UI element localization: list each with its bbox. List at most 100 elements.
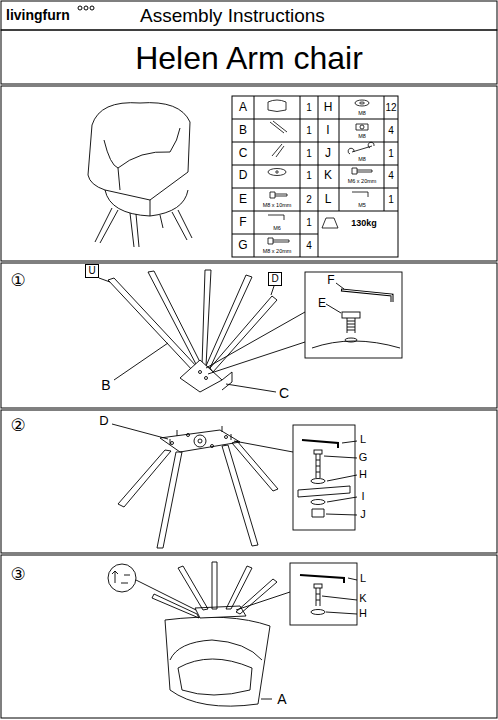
table-icons-stroke <box>356 124 368 130</box>
step3-drawing-stroke <box>226 566 252 609</box>
part-label: C <box>279 386 289 400</box>
document-heading: Assembly Instructions <box>140 6 325 25</box>
step2-drawing-stroke <box>232 441 278 491</box>
step2-drawing <box>112 424 357 548</box>
part-size: M8 <box>358 111 366 117</box>
step1-drawing-stroke <box>326 304 341 313</box>
step1-drawing-stroke <box>180 360 222 392</box>
step1-drawing-stroke <box>99 278 110 282</box>
step1-drawing-stroke <box>305 272 402 358</box>
table-icons-stroke <box>360 125 364 129</box>
armchair-drawing-stroke <box>88 125 188 200</box>
step2-drawing-stroke <box>171 442 174 445</box>
step1-drawing-stroke <box>148 271 202 368</box>
step2-drawing-stroke <box>234 441 293 452</box>
step1-drawing-stroke <box>345 338 357 342</box>
step3-drawing-stroke <box>316 588 320 606</box>
part-label: B <box>101 378 110 392</box>
part-label: A <box>277 692 286 706</box>
quantity: 1 <box>306 218 312 228</box>
part-size: M8 <box>358 134 366 140</box>
step1-drawing-stroke <box>199 371 202 374</box>
view-marker-box: U <box>85 264 99 278</box>
step2-drawing-stroke <box>225 436 228 439</box>
quantity: 4 <box>388 126 394 136</box>
part-letter: D <box>239 169 248 181</box>
step1-drawing-stroke <box>222 372 232 390</box>
quantity: 1 <box>388 195 394 205</box>
table-icons-stroke <box>270 192 287 198</box>
part-label: K <box>359 593 366 604</box>
step3-drawing-stroke <box>165 617 270 706</box>
brand-logo: livingfurn <box>6 8 70 22</box>
part-label: L <box>360 573 366 584</box>
part-size: M6 <box>273 226 281 232</box>
part-letter: B <box>239 124 247 136</box>
step2-drawing-stroke <box>160 430 240 452</box>
armchair-drawing-stroke <box>172 210 192 240</box>
frame-stroke <box>1 1 497 30</box>
quantity: 4 <box>388 171 394 181</box>
quantity: 1 <box>306 171 312 181</box>
part-letter: F <box>239 216 246 228</box>
table-icons-stroke <box>268 215 284 220</box>
step1-drawing-stroke <box>342 312 360 318</box>
armchair-drawing-stroke <box>104 128 180 168</box>
step2-drawing-stroke <box>324 441 357 515</box>
step3-drawing-stroke <box>178 659 252 695</box>
armchair-drawing-stroke <box>118 168 120 190</box>
chair-title: Helen Arm chair <box>135 42 363 74</box>
step1-drawing-stroke <box>312 341 400 348</box>
step1-drawing <box>99 270 402 392</box>
quantity: 1 <box>306 103 312 113</box>
step1-drawing-stroke <box>108 278 198 372</box>
part-letter: L <box>325 193 332 205</box>
step3-drawing-stroke <box>236 592 290 610</box>
step2-drawing-stroke <box>112 424 168 439</box>
part-letter: J <box>325 147 331 159</box>
step1-drawing-stroke <box>114 343 168 380</box>
armchair-drawing <box>88 103 192 247</box>
table-icons-stroke <box>268 169 286 176</box>
step2-drawing-stroke <box>311 500 325 505</box>
step3-drawing-stroke <box>112 571 130 583</box>
step3-drawing-stroke <box>236 579 277 614</box>
part-label: J <box>360 509 366 520</box>
step1-drawing-stroke <box>205 377 208 380</box>
step3-drawing-stroke <box>322 578 357 614</box>
frame-stroke <box>1 410 497 553</box>
table-icons-stroke <box>270 121 287 133</box>
part-letter: C <box>239 147 248 159</box>
step3-drawing-stroke <box>108 564 136 592</box>
quantity: 12 <box>385 103 396 113</box>
step3-drawing-stroke <box>290 563 357 625</box>
view-marker: D <box>271 274 278 284</box>
part-size: M8 <box>358 157 366 163</box>
part-letter: G <box>238 239 247 251</box>
step3-drawing-stroke <box>311 610 325 615</box>
frame-stroke <box>78 6 82 10</box>
table-icons-stroke <box>322 218 338 228</box>
parts-table <box>232 96 398 257</box>
parts-table-stroke <box>254 96 384 257</box>
view-marker-box: D <box>268 272 282 286</box>
step1-drawing-stroke <box>341 290 392 302</box>
step-number: ② <box>10 417 25 434</box>
step2-drawing-stroke <box>298 486 350 497</box>
part-size: M8 x 10mm <box>263 203 292 209</box>
quantity: 4 <box>306 241 312 251</box>
part-label: D <box>99 414 108 427</box>
step1-drawing-stroke <box>226 384 276 392</box>
frame-stroke <box>84 6 88 10</box>
step2-drawing-stroke <box>187 434 190 437</box>
step2-drawing-stroke <box>314 450 322 454</box>
armchair-drawing-stroke <box>150 200 151 216</box>
parts-table-stroke <box>232 119 398 234</box>
step3-drawing-stroke <box>314 584 322 588</box>
table-icons-stroke <box>272 144 284 157</box>
step3-drawing-stroke <box>261 699 272 700</box>
part-label: H <box>359 608 367 619</box>
armchair-drawing-stroke <box>130 213 139 247</box>
